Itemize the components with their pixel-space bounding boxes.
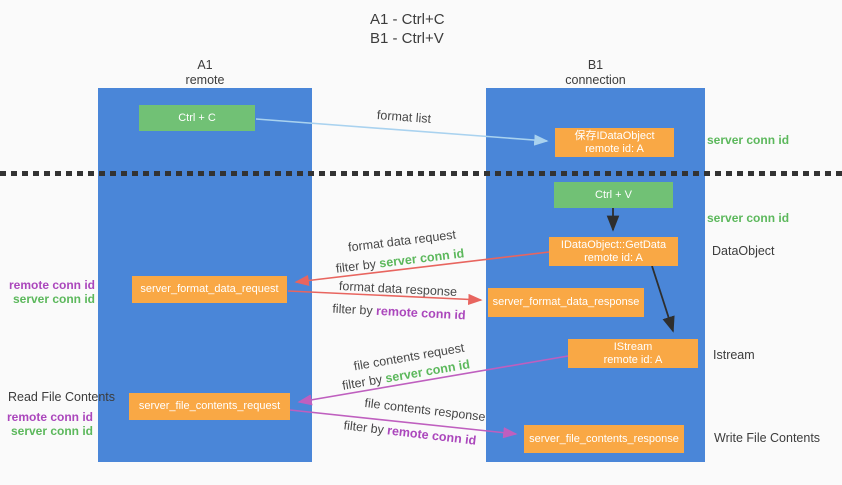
lifeline-a1-header: A1 remote xyxy=(98,58,312,88)
node-server-file-contents-request: server_file_contents_request xyxy=(129,393,290,420)
diagram-title: A1 - Ctrl+C B1 - Ctrl+V xyxy=(370,10,445,48)
node-server-file-contents-request-label: server_file_contents_request xyxy=(138,400,281,412)
annotation-remote-conn-id-2: remote conn id xyxy=(6,410,93,424)
annotation-write-file-contents: Write File Contents xyxy=(714,431,821,445)
node-istream: IStream remote id: A xyxy=(568,339,698,368)
label-format-data-response: format data response xyxy=(338,279,458,299)
node-server-format-data-request: server_format_data_request xyxy=(132,276,287,303)
node-istream-line1: IStream xyxy=(613,340,653,353)
node-ctrl-v-label: Ctrl + V xyxy=(595,188,632,201)
lifeline-b1-role: connection xyxy=(565,73,626,87)
lifeline-a1-name: A1 xyxy=(197,58,213,72)
lifeline-b1-name: B1 xyxy=(587,58,604,72)
node-server-file-contents-response: server_file_contents_response xyxy=(524,425,684,453)
keyword-remote-conn-id: remote conn id xyxy=(386,423,478,448)
node-server-format-data-response: server_format_data_response xyxy=(488,288,644,317)
annotation-server-conn-id-1: server conn id xyxy=(12,291,95,306)
lifeline-a1-role: remote xyxy=(185,73,225,87)
label-file-contents-response: file contents response xyxy=(363,395,487,425)
node-idataobject-getdata: IDataObject::GetData remote id: A xyxy=(549,237,678,266)
node-save-idataobject-line1: 保存IDataObject xyxy=(574,129,655,142)
annotation-dataobject: DataObject xyxy=(712,244,775,258)
filter-prefix: filter by xyxy=(342,418,389,438)
keyword-remote-conn-id: remote conn id xyxy=(375,303,466,323)
node-idataobject-getdata-line1: IDataObject::GetData xyxy=(560,238,667,251)
annotation-conn-id-pair-1: remote conn id server conn id xyxy=(0,278,95,306)
copy-paste-divider-dotted-line xyxy=(0,171,842,176)
node-istream-line2: remote id: A xyxy=(603,353,663,366)
node-save-idataobject: 保存IDataObject remote id: A xyxy=(555,128,674,157)
label-filter-by-remote-conn-id-1: filter by remote conn id xyxy=(332,302,466,323)
keyword-server-conn-id: server conn id xyxy=(378,246,465,271)
node-idataobject-getdata-line2: remote id: A xyxy=(584,251,643,264)
annotation-remote-conn-id-1: remote conn id xyxy=(8,278,95,292)
node-ctrl-c-label: Ctrl + C xyxy=(178,111,216,124)
lifeline-b1-header: B1 connection xyxy=(486,58,705,88)
filter-prefix: filter by xyxy=(335,256,381,276)
node-ctrl-v: Ctrl + V xyxy=(554,182,673,208)
filter-prefix: filter by xyxy=(341,371,387,393)
annotation-server-conn-id-mid: server conn id xyxy=(707,211,790,225)
annotation-server-conn-id-2: server conn id xyxy=(10,423,93,438)
node-server-format-data-request-label: server_format_data_request xyxy=(140,283,279,295)
annotation-server-conn-id-top: server conn id xyxy=(707,133,790,147)
title-line-2: B1 - Ctrl+V xyxy=(370,30,444,47)
annotation-istream: Istream xyxy=(713,348,755,362)
annotation-read-file-contents: Read File Contents xyxy=(8,390,116,404)
node-save-idataobject-line2: remote id: A xyxy=(585,142,644,155)
annotation-conn-id-pair-2: remote conn id server conn id xyxy=(0,410,93,438)
filter-prefix: filter by xyxy=(332,301,377,318)
node-server-file-contents-response-label: server_file_contents_response xyxy=(529,432,679,445)
label-format-list: format list xyxy=(376,107,432,127)
title-line-1: A1 - Ctrl+C xyxy=(370,11,445,28)
label-filter-by-remote-conn-id-2: filter by remote conn id xyxy=(343,418,477,447)
node-ctrl-c: Ctrl + C xyxy=(139,105,255,131)
node-server-format-data-response-label: server_format_data_response xyxy=(492,296,640,308)
